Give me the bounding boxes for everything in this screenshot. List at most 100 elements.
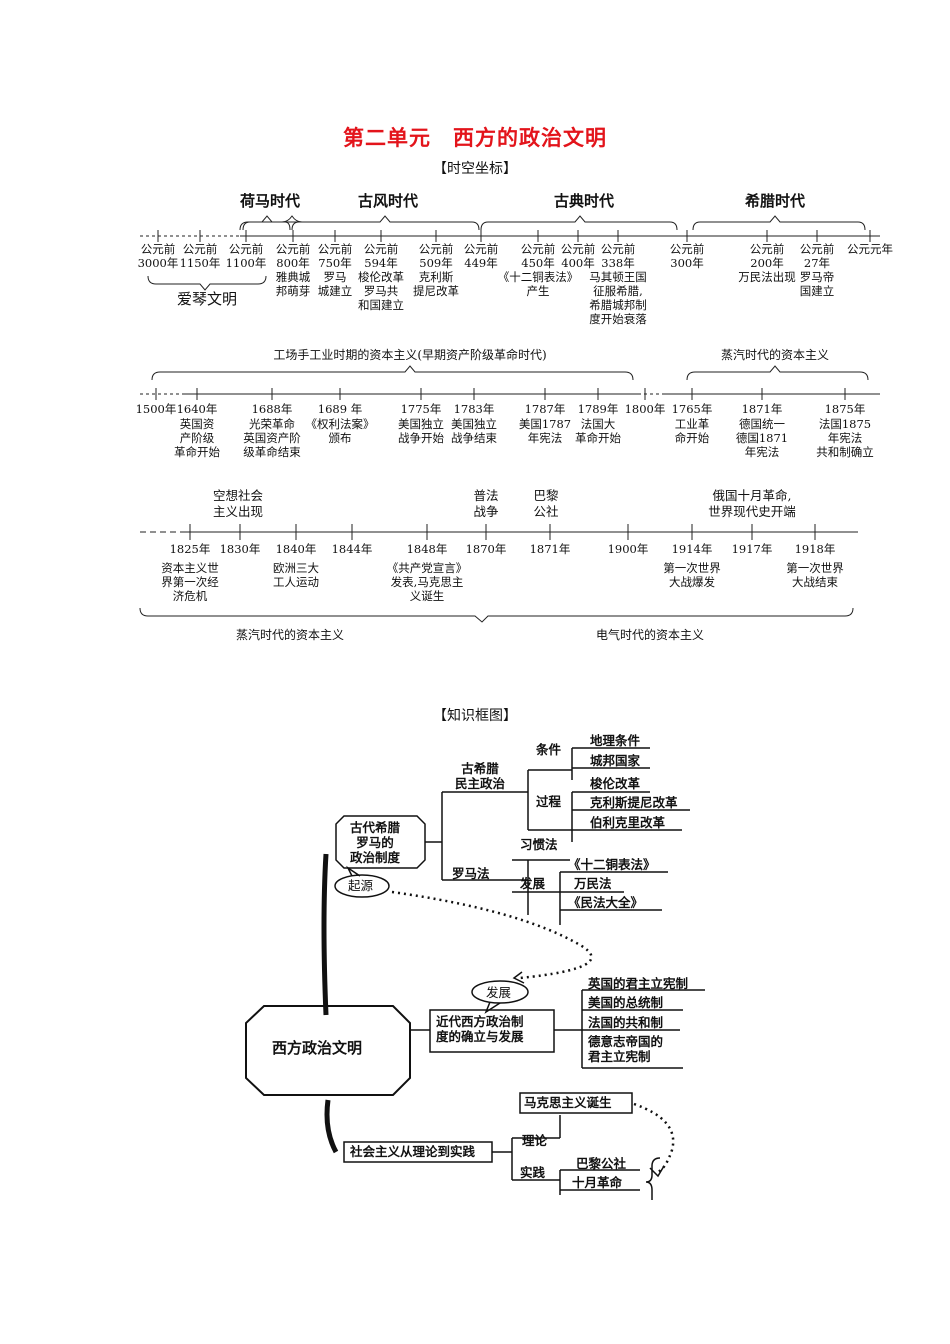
condition-item-0: 地理条件 [590,733,641,748]
timeline3-tick-date: 1870年 [465,542,507,556]
mindmap-center-label: 西方政治文明 [272,1039,363,1057]
era-bracket-hellenistic [692,215,866,231]
timeline-svg [139,215,880,623]
theory-label: 理论 [522,1133,548,1148]
timeline3-tick-date: 1871年 [529,542,571,556]
process-item-0: 梭伦改革 [590,776,641,791]
timeline1-tick-date: 公元前 300年 [669,242,705,270]
timeline2-tick-event: 光荣革命 英国资产阶 级革命结束 [243,417,301,459]
timeline2-tick-date: 1640年 [176,402,218,416]
timeline3-top-label: 巴黎 公社 [533,488,559,519]
span-bracket-bottom [139,607,854,623]
timeline3-tick-date: 1825年 [169,542,211,556]
span-label-steam: 蒸汽时代的资本主义 [720,348,830,362]
span-bracket-steam [686,365,869,381]
branch3-label: 社会主义从理论到实践 [350,1144,476,1159]
modern-item-2: 法国的共和制 [588,1015,664,1030]
branch1-label: 古代希腊 罗马的 政治制度 [350,820,401,865]
span-label-steam-age: 蒸汽时代的资本主义 [235,628,345,642]
practice-item-0: 巴黎公社 [576,1156,627,1171]
condition-item-1: 城邦国家 [590,753,641,768]
timeline1-tick-date: 公元前 509年 [418,242,454,270]
timeline3-tick-date: 1917年 [731,542,773,556]
process-item-2: 伯利克里改革 [590,815,666,830]
rome-item-2: 《民法大全》 [568,895,644,910]
timeline1-tick-date: 公元前 800年 [275,242,311,270]
timeline1-tick-event: 万民法出现 [738,270,796,284]
rome-item-0: 《十二铜表法》 [568,857,656,872]
timeline1-tick-date: 公元前 200年 [749,242,785,270]
origin-label: 起源 [348,878,374,893]
timeline3-top-label: 空想社会 主义出现 [212,488,264,519]
timeline2-tick-date: 1500年 [135,402,177,416]
timeline3-tick-event: 第一次世界 大战结束 [786,561,844,589]
timeline3-tick-event: 欧洲三大 工人运动 [273,561,319,589]
era-label-classical: 古典时代 [553,192,615,210]
condition-label: 条件 [536,742,562,757]
rome-label: 罗马法 [452,866,490,881]
era-label-hellenistic: 希腊时代 [744,192,806,210]
timeline2-tick-date: 1689 年 [317,402,363,416]
timeline1-tick-date: 公元前 450年 [520,242,556,270]
timeline1-tick-date: 公元前 400年 [560,242,596,270]
timeline2-tick-date: 1871年 [741,402,783,416]
modern-item-0: 英国的君主立宪制 [588,976,689,991]
marx-box [519,1092,633,1114]
era-bracket-classical [480,215,678,231]
timeline1-tick-date: 公元前 750年 [317,242,353,270]
rome-item-1: 万民法 [574,876,612,891]
timeline1-tick-date: 公元前 3000年 [137,242,179,270]
timeline1-tick-event: 雅典城 邦萌芽 [275,270,311,298]
timeline3-tick-date: 1914年 [671,542,713,556]
timeline2-tick-event: 法国1875 年宪法 共和制确立 [816,417,874,459]
timeline3-tick-date: 1844年 [331,542,373,556]
timeline3-tick-date: 1900年 [607,542,649,556]
timeline2-tick-date: 1875年 [824,402,866,416]
process-item-1: 克利斯提尼改革 [590,795,678,810]
branch2-box [429,1009,555,1053]
timeline2-tick-event: 《权利法案》 颁布 [305,417,375,445]
timeline2-tick-date: 1783年 [453,402,495,416]
timeline1-tick-event: 克利斯 提尼改革 [413,270,459,298]
era-bracket-homer [242,215,291,231]
timeline3-tick-event: 资本主义世 界第一次经 济危机 [161,561,219,603]
branch1-box [335,815,426,869]
greece-label: 古希腊 民主政治 [455,761,506,791]
section-label-framework: 【知识框图】 [433,708,517,724]
timeline3-tick-date: 1848年 [406,542,448,556]
timeline1-tick-date: 公元元年 [847,242,893,256]
timeline2-tick-date: 1787年 [524,402,566,416]
timeline2-tick-date: 1765年 [671,402,713,416]
timeline-ancient-lines [239,215,303,231]
era-label-homer: 荷马时代 [239,192,301,210]
aiqin-label: 爱琴文明 [176,290,238,308]
timeline2-tick-event: 英国资 产阶级 革命开始 [174,417,220,459]
span-label-workshop: 工场手工业时期的资本主义(早期资产阶级革命时代) [273,348,547,362]
timeline2-tick-event: 法国大 革命开始 [575,417,621,445]
timeline2-tick-event: 德国统一 德国1871 年宪法 [735,417,789,459]
timeline3-top-label: 普法 战争 [473,488,499,519]
timeline2-tick-date: 1775年 [400,402,442,416]
timeline3-tick-date: 1840年 [275,542,317,556]
marx-label: 马克思主义诞生 [524,1095,612,1110]
era-label-archaic: 古风时代 [357,192,419,210]
practice-label: 实践 [520,1165,546,1180]
branch2-label: 近代西方政治制 度的确立与发展 [436,1014,524,1044]
timeline1-tick-event: 梭伦改革 罗马共 和国建立 [358,270,404,312]
timeline3-top-label: 俄国十月革命, 世界现代史开端 [708,488,796,519]
timeline2-tick-event: 美国独立 战争开始 [398,417,444,445]
timeline1-tick-event: 《十二铜表法》 产生 [497,270,579,298]
origin-bubble [334,874,390,898]
timeline1-tick-date: 公元前 1100年 [225,242,267,270]
timeline1-tick-date: 公元前 449年 [463,242,499,270]
development-label: 发展 [486,985,512,1000]
process-label: 过程 [536,794,562,809]
timeline2-tick-event: 工业革 命开始 [674,417,710,445]
timeline1-tick-event: 马其顿王国 征服希腊, 希腊城邦制 度开始衰落 [589,270,647,326]
timeline2-tick-event: 美国1787 年宪法 [518,417,572,445]
timeline1-tick-event: 罗马帝 国建立 [799,270,835,298]
modern-item-3: 德意志帝国的 君主立宪制 [588,1034,664,1064]
timeline1-tick-date: 公元前 27年 [799,242,835,270]
timeline3-tick-date: 1830年 [219,542,261,556]
timeline2-tick-date: 1800年 [624,402,666,416]
